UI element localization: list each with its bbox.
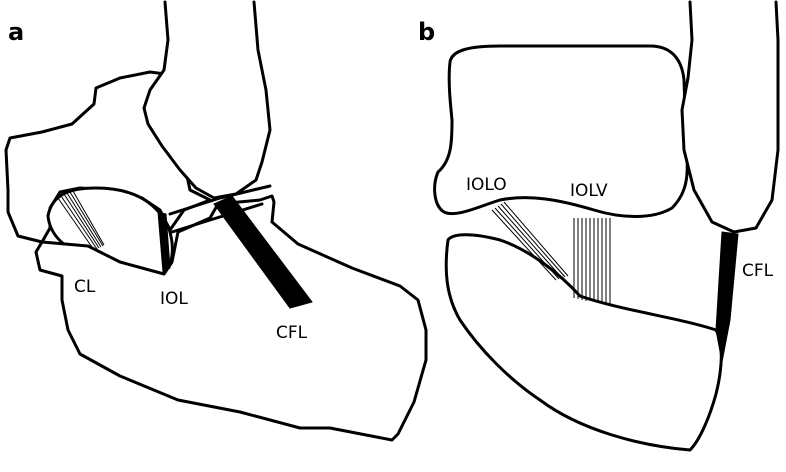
panel-a-calcaneus bbox=[34, 194, 428, 442]
panel-b-label-cfl: CFL bbox=[742, 261, 774, 281]
panel-b: b IOLO IOLV CFL bbox=[418, 0, 780, 452]
panel-b-label-iolo: IOLO bbox=[466, 175, 507, 195]
panel-a-fibula bbox=[142, 0, 272, 200]
panel-b-letter: b bbox=[418, 18, 435, 46]
panel-b-cfl-ligament bbox=[715, 231, 739, 363]
panel-a-cfl-ligament bbox=[213, 195, 313, 309]
panel-a: a CL IOL CFL bbox=[4, 0, 428, 442]
panel-b-fibula bbox=[680, 0, 780, 234]
panel-a-label-iol: IOL bbox=[160, 289, 188, 309]
panel-a-cl-ligament bbox=[57, 190, 105, 251]
panel-a-label-cfl: CFL bbox=[276, 323, 308, 343]
panel-b-calcaneus bbox=[444, 233, 723, 452]
panel-a-label-cl: CL bbox=[74, 277, 96, 297]
panel-a-iol-ligament bbox=[157, 211, 171, 273]
panel-a-letter: a bbox=[8, 18, 24, 46]
panel-b-talus bbox=[433, 44, 689, 218]
panel-b-iolv-ligament bbox=[573, 218, 611, 304]
panel-b-label-iolv: IOLV bbox=[570, 181, 608, 201]
panel-b-iolo-ligament bbox=[491, 201, 569, 281]
